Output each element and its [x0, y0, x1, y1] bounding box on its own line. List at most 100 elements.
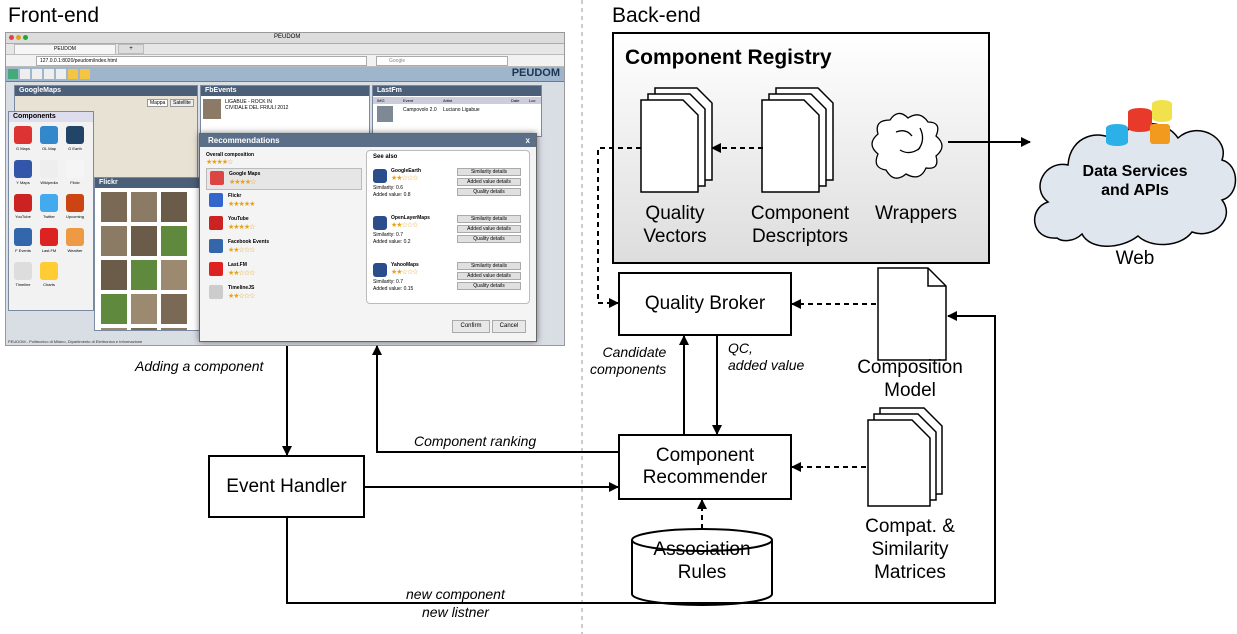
star-icon[interactable] [68, 69, 78, 79]
flickr-thumbnail[interactable] [101, 294, 127, 324]
recommendation-item[interactable]: Last.FM★★☆☆☆ [206, 260, 360, 280]
component-icon[interactable] [66, 194, 84, 212]
component-icon-label: Twitter [43, 214, 55, 219]
component-icon[interactable] [40, 194, 58, 212]
component-icon[interactable] [14, 126, 32, 144]
component-icon[interactable] [14, 194, 32, 212]
map-button-satellite[interactable]: Satellite [170, 99, 194, 107]
detail-button[interactable]: Added value details [457, 225, 521, 233]
new-tab-button[interactable]: + [118, 44, 144, 54]
quality-vectors-doc-icon [640, 87, 713, 193]
component-icon[interactable] [66, 126, 84, 144]
recommendation-item[interactable]: Facebook Events★★☆☆☆ [206, 237, 360, 257]
see-also-icon [373, 169, 387, 183]
flickr-thumbnail[interactable] [131, 260, 157, 290]
flickr-panel[interactable]: Flickr [94, 177, 204, 331]
flickr-thumbnail[interactable] [161, 260, 187, 290]
flickr-thumbnail[interactable] [101, 226, 127, 256]
cancel-button[interactable]: Cancel [492, 320, 526, 333]
detail-button[interactable]: Added value details [457, 272, 521, 280]
component-icon[interactable] [66, 160, 84, 178]
flickr-thumbnail[interactable] [101, 328, 127, 330]
zoom-dot-icon[interactable] [23, 35, 28, 40]
redo-icon[interactable] [44, 69, 54, 79]
component-icon-label: YouTube [15, 214, 31, 219]
modal-close-icon[interactable]: x [525, 136, 530, 145]
detail-button[interactable]: Quality details [457, 235, 521, 243]
googlemaps-panel-header: GoogleMaps [15, 86, 197, 96]
recommendation-item[interactable]: Google Maps★★★★☆ [206, 168, 362, 190]
vectors-to-broker-arrow [597, 147, 641, 308]
minimize-dot-icon[interactable] [16, 35, 21, 40]
undo-icon[interactable] [32, 69, 42, 79]
overall-label: Overall composition [206, 152, 255, 158]
peudom-screenshot: PEUDOM PEUDOM + 127.0.0.1:8020/peudom/in… [5, 32, 565, 346]
detail-button[interactable]: Quality details [457, 282, 521, 290]
see-also-stars: ★★☆☆☆ [391, 175, 418, 182]
flickr-thumbnail[interactable] [131, 226, 157, 256]
components-header: Components [9, 112, 93, 122]
see-also-similarity: Similarity: 0.6 [373, 185, 404, 191]
map-button-mappa[interactable]: Mappa [147, 99, 169, 107]
settings-icon[interactable] [56, 69, 66, 79]
flickr-thumbnail[interactable] [131, 328, 157, 330]
flickr-thumbnail[interactable] [161, 226, 187, 256]
component-icon[interactable] [14, 228, 32, 246]
search-field[interactable]: Google [376, 56, 508, 66]
detail-button[interactable]: Added value details [457, 178, 521, 186]
url-bar: 127.0.0.1:8020/peudom/index.html Google [6, 55, 564, 67]
detail-button[interactable]: Similarity details [457, 262, 521, 270]
backend-title: Back-end [612, 4, 701, 27]
rec-icon [209, 239, 223, 253]
rec-icon [209, 262, 223, 276]
composition-model-label: Composition Model [857, 357, 963, 401]
browser-tab[interactable]: PEUDOM [14, 44, 116, 54]
cloud-label: Data Services and APIs [1082, 163, 1188, 200]
detail-button[interactable]: Similarity details [457, 215, 521, 223]
component-icon-label: Upcoming [65, 214, 84, 219]
component-icon-label: OL Map [41, 146, 57, 151]
url-field[interactable]: 127.0.0.1:8020/peudom/index.html [36, 56, 367, 66]
component-icon[interactable] [40, 262, 58, 280]
flickr-thumbnail[interactable] [101, 192, 127, 222]
component-ranking-arrow [372, 345, 618, 453]
app-toolbar: PEUDOM [6, 67, 564, 82]
recommendation-item[interactable]: YouTube★★★★☆ [206, 214, 360, 234]
flickr-panel-header: Flickr [95, 178, 203, 188]
close-dot-icon[interactable] [9, 35, 14, 40]
modal-header: Recommendations x [200, 134, 536, 147]
component-icon[interactable] [14, 262, 32, 280]
recommendation-item[interactable]: Flickr★★★★★ [206, 191, 360, 211]
compat-matrices-doc-icon [867, 407, 943, 507]
adding-component-label: Adding a component [135, 358, 264, 374]
rec-icon [210, 171, 224, 185]
detail-button[interactable]: Quality details [457, 188, 521, 196]
recommendation-item[interactable]: TimelineJS★★☆☆☆ [206, 283, 360, 303]
component-icon[interactable] [40, 228, 58, 246]
event-handler-box: Event Handler [208, 455, 365, 518]
window-title: PEUDOM [274, 34, 301, 40]
lastfm-table-header: IMG Event Artist Date Loc [373, 97, 541, 104]
flickr-thumbnail[interactable] [101, 260, 127, 290]
save-icon[interactable] [20, 69, 30, 79]
tool-icon[interactable] [8, 69, 18, 79]
fbevents-panel[interactable]: FbEvents LIGABUE - ROCK IN CIVIDALE DEL … [200, 85, 370, 137]
component-icon[interactable] [40, 160, 58, 178]
flickr-thumbnail[interactable] [131, 192, 157, 222]
component-icon[interactable] [14, 160, 32, 178]
flickr-thumbnail[interactable] [131, 294, 157, 324]
component-icon[interactable] [40, 126, 58, 144]
lastfm-panel-header: LastFm [373, 86, 541, 96]
flickr-thumbnail[interactable] [161, 328, 187, 330]
flickr-thumbnail[interactable] [161, 294, 187, 324]
confirm-button[interactable]: Confirm [452, 320, 490, 333]
flickr-thumbnail[interactable] [161, 192, 187, 222]
rec-stars: ★★★★☆ [229, 179, 256, 186]
see-also-similarity: Similarity: 0.7 [373, 279, 404, 285]
folder-icon[interactable] [80, 69, 90, 79]
detail-button[interactable]: Similarity details [457, 168, 521, 176]
component-icon[interactable] [66, 228, 84, 246]
fbevents-panel-header: FbEvents [201, 86, 369, 96]
